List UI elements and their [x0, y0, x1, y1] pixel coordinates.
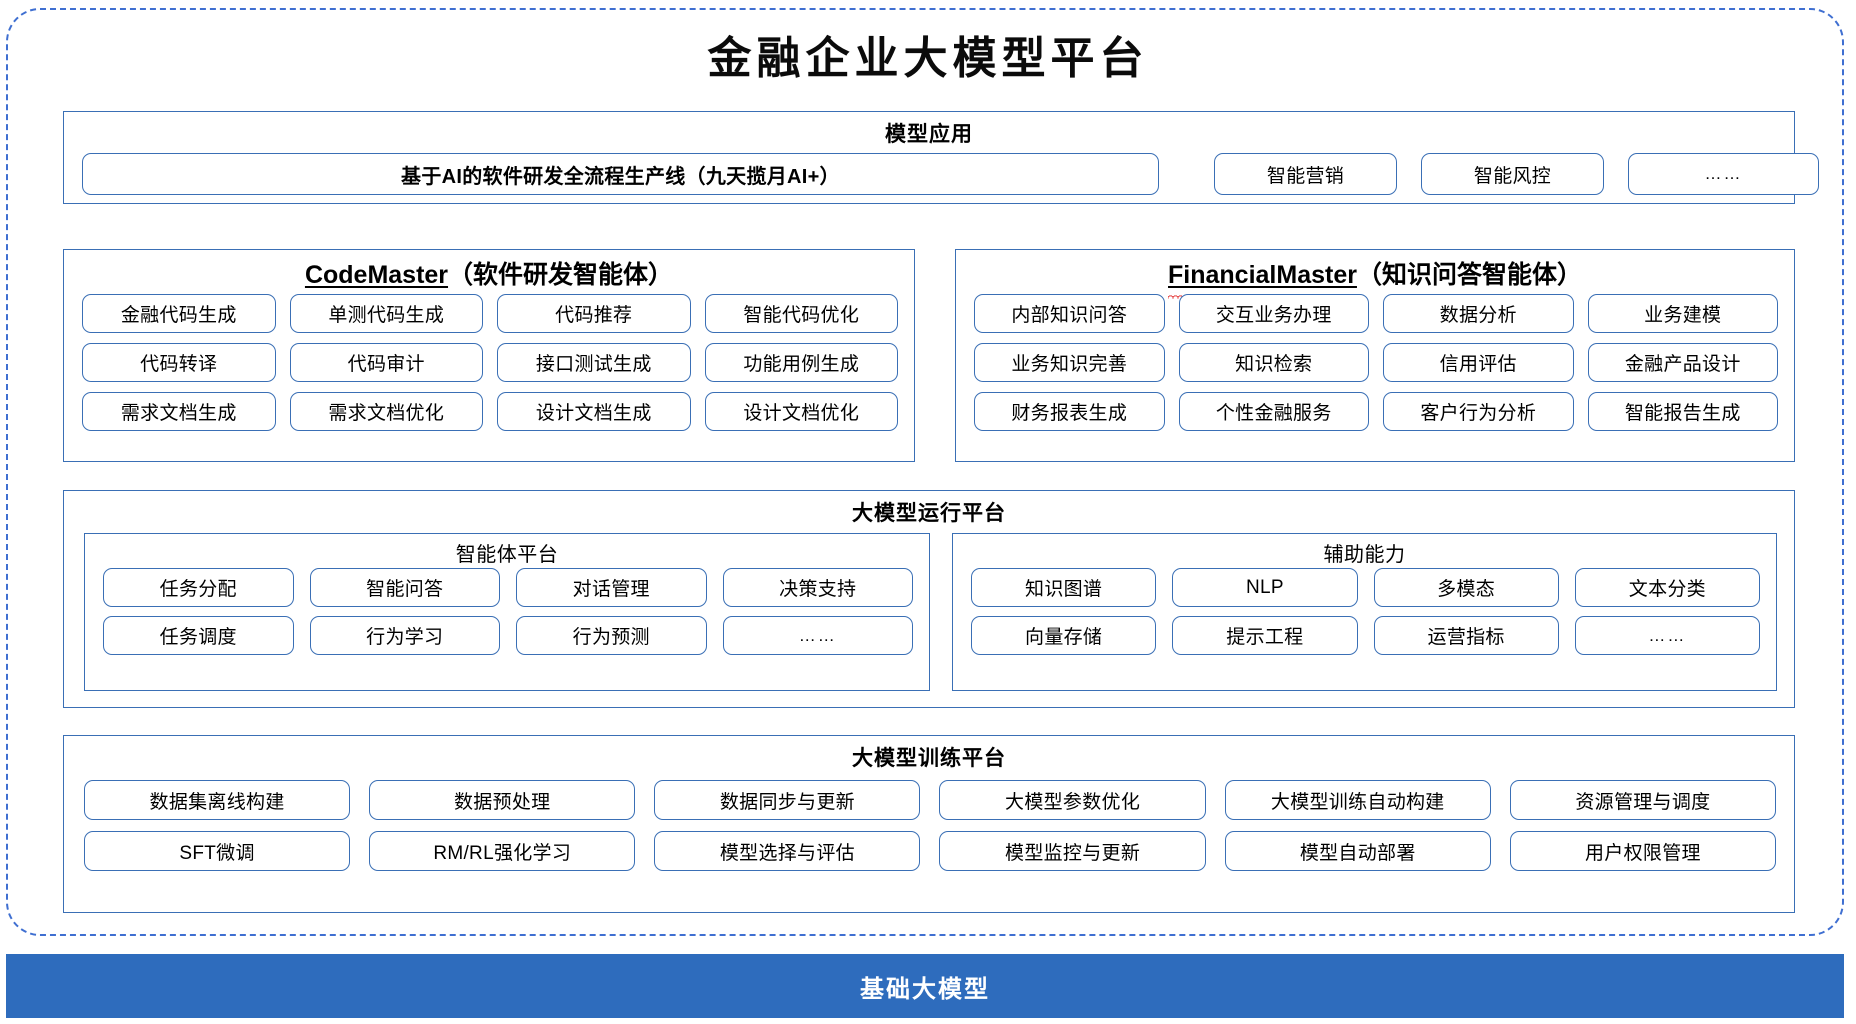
auxiliary-capability-item-6[interactable]: 提示工程: [1172, 616, 1358, 655]
training-platform-item-7[interactable]: SFT微调: [84, 831, 351, 871]
auxiliary-capability-item-8[interactable]: ……: [1574, 616, 1760, 655]
codemaster-capability-4[interactable]: 智能代码优化: [704, 294, 898, 333]
auxiliary-capability-item-5[interactable]: 向量存储: [971, 616, 1157, 655]
model-application-items: 基于AI的软件研发全流程生产线（九天揽月AI+） 智能营销 智能风控 ……: [82, 153, 1819, 195]
app-chip-intelligent-marketing[interactable]: 智能营销: [1214, 153, 1397, 195]
agent-platform-item-7[interactable]: 行为预测: [516, 616, 707, 655]
codemaster-capability-10[interactable]: 需求文档优化: [289, 392, 483, 431]
codemaster-capability-5[interactable]: 代码转译: [82, 343, 276, 382]
financialmaster-capability-6[interactable]: 知识检索: [1178, 343, 1369, 382]
agent-platform-item-5[interactable]: 任务调度: [103, 616, 294, 655]
subpanel-title-agent-platform: 智能体平台: [455, 544, 559, 566]
agent-title-codemaster: CodeMaster（软件研发智能体）: [64, 255, 914, 299]
app-chip-intelligent-risk-control[interactable]: 智能风控: [1421, 153, 1604, 195]
auxiliary-capability-item-2[interactable]: NLP: [1172, 568, 1358, 607]
section-runtime-platform: 大模型运行平台 智能体平台 任务分配智能问答对话管理决策支持任务调度行为学习行为…: [63, 490, 1795, 708]
agent-platform-item-4[interactable]: 决策支持: [722, 568, 913, 607]
auxiliary-capability-item-grid: 知识图谱 NLP 多模态文本分类向量存储提示工程运营指标 ……: [971, 568, 1760, 655]
app-chip-ai-pipeline[interactable]: 基于AI的软件研发全流程生产线（九天揽月AI+）: [82, 153, 1159, 195]
section-title-runtime-platform: 大模型运行平台: [852, 502, 1006, 525]
training-platform-item-8[interactable]: RM/RL强化学习: [369, 831, 636, 871]
app-chip-more[interactable]: ……: [1628, 153, 1819, 195]
section-training-platform: 大模型训练平台 数据集离线构建数据预处理数据同步与更新大模型参数优化大模型训练自…: [63, 735, 1795, 913]
training-platform-item-grid: 数据集离线构建数据预处理数据同步与更新大模型参数优化大模型训练自动构建资源管理与…: [84, 780, 1776, 871]
subpanel-auxiliary-capability: 辅助能力 知识图谱 NLP 多模态文本分类向量存储提示工程运营指标 ……: [952, 533, 1777, 691]
training-platform-item-5[interactable]: 大模型训练自动构建: [1224, 780, 1491, 820]
page-title: 金融企业大模型平台: [707, 33, 1149, 84]
agent-name-cn-financialmaster: （知识问答智能体）: [1356, 261, 1582, 289]
financialmaster-capability-8[interactable]: 金融产品设计: [1587, 343, 1778, 382]
codemaster-capability-3[interactable]: 代码推荐: [497, 294, 691, 333]
financialmaster-capability-7[interactable]: 信用评估: [1383, 343, 1574, 382]
training-platform-item-11[interactable]: 模型自动部署: [1224, 831, 1491, 871]
financialmaster-capability-11[interactable]: 客户行为分析: [1383, 392, 1574, 431]
section-title-model-application: 模型应用: [885, 123, 973, 146]
codemaster-capability-1[interactable]: 金融代码生成: [82, 294, 276, 333]
financialmaster-capability-10[interactable]: 个性金融服务: [1178, 392, 1369, 431]
auxiliary-capability-item-7[interactable]: 运营指标: [1373, 616, 1559, 655]
subpanel-agent-platform: 智能体平台 任务分配智能问答对话管理决策支持任务调度行为学习行为预测 ……: [84, 533, 930, 691]
section-title-training-platform: 大模型训练平台: [852, 747, 1006, 770]
agent-name-en-financialmaster: FinancialMaster: [1168, 261, 1357, 299]
financialmaster-capability-1[interactable]: 内部知识问答: [974, 294, 1165, 333]
training-platform-item-12[interactable]: 用户权限管理: [1509, 831, 1776, 871]
section-model-application: 模型应用 基于AI的软件研发全流程生产线（九天揽月AI+） 智能营销 智能风控 …: [63, 111, 1819, 204]
training-platform-item-9[interactable]: 模型选择与评估: [654, 831, 921, 871]
codemaster-capability-6[interactable]: 代码审计: [289, 343, 483, 382]
agent-platform-item-1[interactable]: 任务分配: [103, 568, 294, 607]
auxiliary-capability-item-1[interactable]: 知识图谱: [971, 568, 1157, 607]
codemaster-capability-7[interactable]: 接口测试生成: [497, 343, 691, 382]
auxiliary-capability-item-3[interactable]: 多模态: [1373, 568, 1559, 607]
training-platform-item-10[interactable]: 模型监控与更新: [939, 831, 1206, 871]
base-model-bar: 基础大模型: [6, 954, 1844, 1018]
codemaster-capability-2[interactable]: 单测代码生成: [289, 294, 483, 333]
subpanel-title-auxiliary-capability: 辅助能力: [1323, 544, 1406, 566]
agent-platform-item-8[interactable]: ……: [722, 616, 913, 655]
agent-capability-grid-financialmaster: 内部知识问答交互业务办理数据分析业务建模业务知识完善知识检索信用评估金融产品设计…: [974, 294, 1778, 431]
codemaster-capability-11[interactable]: 设计文档生成: [497, 392, 691, 431]
financialmaster-capability-9[interactable]: 财务报表生成: [974, 392, 1165, 431]
training-platform-item-2[interactable]: 数据预处理: [369, 780, 636, 820]
section-agent-codemaster: CodeMaster（软件研发智能体） 金融代码生成单测代码生成代码推荐智能代码…: [63, 249, 915, 462]
agent-platform-item-6[interactable]: 行为学习: [309, 616, 500, 655]
agent-platform-item-2[interactable]: 智能问答: [309, 568, 500, 607]
section-agent-financialmaster: FinancialMaster（知识问答智能体） 内部知识问答交互业务办理数据分…: [955, 249, 1795, 462]
financialmaster-capability-2[interactable]: 交互业务办理: [1178, 294, 1369, 333]
financialmaster-capability-12[interactable]: 智能报告生成: [1587, 392, 1778, 431]
financialmaster-capability-4[interactable]: 业务建模: [1587, 294, 1778, 333]
agent-capability-grid-codemaster: 金融代码生成单测代码生成代码推荐智能代码优化代码转译代码审计接口测试生成功能用例…: [82, 294, 898, 431]
training-platform-item-1[interactable]: 数据集离线构建: [84, 780, 351, 820]
agent-platform-item-grid: 任务分配智能问答对话管理决策支持任务调度行为学习行为预测 ……: [103, 568, 913, 655]
agent-name-en-codemaster: CodeMaster: [304, 261, 449, 299]
financialmaster-capability-3[interactable]: 数据分析: [1383, 294, 1574, 333]
agent-name-cn-codemaster: （软件研发智能体）: [448, 261, 674, 289]
base-model-label: 基础大模型: [860, 975, 990, 1003]
agent-title-financialmaster: FinancialMaster（知识问答智能体）: [956, 255, 1794, 299]
training-platform-item-4[interactable]: 大模型参数优化: [939, 780, 1206, 820]
auxiliary-capability-item-4[interactable]: 文本分类: [1574, 568, 1760, 607]
financialmaster-capability-5[interactable]: 业务知识完善: [974, 343, 1165, 382]
codemaster-capability-9[interactable]: 需求文档生成: [82, 392, 276, 431]
codemaster-capability-8[interactable]: 功能用例生成: [704, 343, 898, 382]
training-platform-item-6[interactable]: 资源管理与调度: [1509, 780, 1776, 820]
agent-platform-item-3[interactable]: 对话管理: [516, 568, 707, 607]
codemaster-capability-12[interactable]: 设计文档优化: [704, 392, 898, 431]
training-platform-item-3[interactable]: 数据同步与更新: [654, 780, 921, 820]
